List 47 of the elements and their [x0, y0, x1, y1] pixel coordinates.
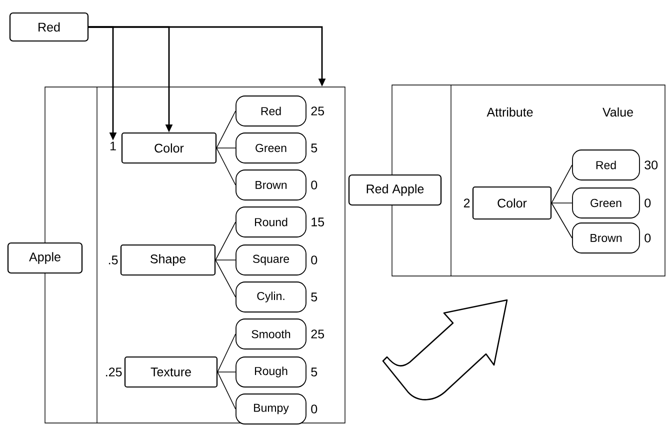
- value-pill: Red: [236, 96, 306, 126]
- value-pill: Rough: [236, 356, 306, 388]
- value-number: 0: [311, 404, 318, 414]
- value-number: 15: [312, 218, 324, 226]
- attribute-box: Color: [121, 132, 217, 164]
- value-number: 0: [644, 198, 651, 208]
- column-heading: Value: [602, 107, 633, 117]
- column-heading: Attribute: [486, 107, 533, 117]
- value-pill: Brown: [572, 222, 640, 254]
- weight-number: .25: [106, 368, 122, 376]
- value-pill: Green: [572, 188, 640, 218]
- connector-line: [215, 222, 236, 260]
- value-pill: Brown: [236, 170, 306, 200]
- connector-line: [217, 334, 236, 372]
- value-number: 25: [311, 330, 324, 338]
- attribute-box: Texture: [124, 356, 218, 388]
- weight-number: .5: [108, 256, 118, 264]
- value-number: 0: [311, 180, 318, 190]
- label-box: Red: [9, 12, 89, 42]
- value-pill: Bumpy: [236, 394, 306, 424]
- connector-line: [217, 372, 236, 410]
- value-pill: Square: [236, 244, 306, 276]
- value-pill: Red: [572, 150, 640, 180]
- weight-number: 1: [110, 142, 116, 150]
- value-number: 5: [311, 292, 318, 302]
- connector-line: [551, 164, 572, 204]
- connector-line: [551, 202, 572, 238]
- table-panel: [392, 84, 666, 276]
- value-number: 30: [644, 160, 658, 170]
- attribute-box: Shape: [120, 244, 216, 276]
- value-number: 0: [644, 234, 651, 242]
- weight-number: 2: [464, 198, 470, 208]
- value-pill: Green: [236, 132, 306, 164]
- attribute-box: Color: [472, 186, 552, 220]
- value-pill: Round: [236, 206, 306, 238]
- value-pill: Smooth: [236, 318, 306, 350]
- connector-line: [551, 202, 572, 204]
- value-pill: Cylin.: [236, 282, 306, 312]
- connector-line: [216, 110, 236, 148]
- value-number: 0: [311, 256, 318, 264]
- value-number: 25: [311, 106, 324, 116]
- value-number: 5: [311, 144, 318, 152]
- label-box: Red Apple: [348, 174, 442, 206]
- value-number: 5: [311, 368, 318, 376]
- label-box: Apple: [7, 242, 83, 274]
- connector-line: [215, 260, 236, 298]
- connector-line: [216, 148, 236, 186]
